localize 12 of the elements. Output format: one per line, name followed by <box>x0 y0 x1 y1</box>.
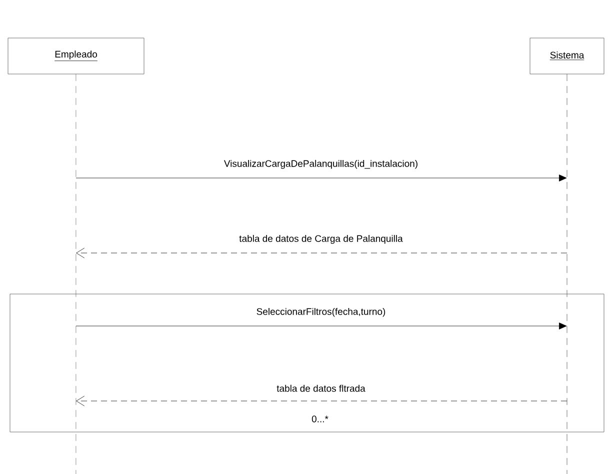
message-arrow <box>76 322 567 330</box>
message-label: VisualizarCargaDePalanquillas(id_instalacion) <box>224 160 418 169</box>
lifeline <box>566 74 568 474</box>
multiplicity-label: 0...* <box>312 416 328 422</box>
message-label: tabla de datos fltrada <box>276 384 366 392</box>
message-arrow <box>76 396 568 406</box>
message-arrow <box>76 248 568 258</box>
lifeline-head-box: Empleado <box>8 38 144 74</box>
message-arrow <box>76 174 567 182</box>
lifeline-head-box: Sistema <box>530 38 604 74</box>
message-label: tabla de datos de Carga de Palanquilla <box>239 234 403 244</box>
message-label: SeleccionarFiltros(fecha,turno) <box>256 308 386 317</box>
